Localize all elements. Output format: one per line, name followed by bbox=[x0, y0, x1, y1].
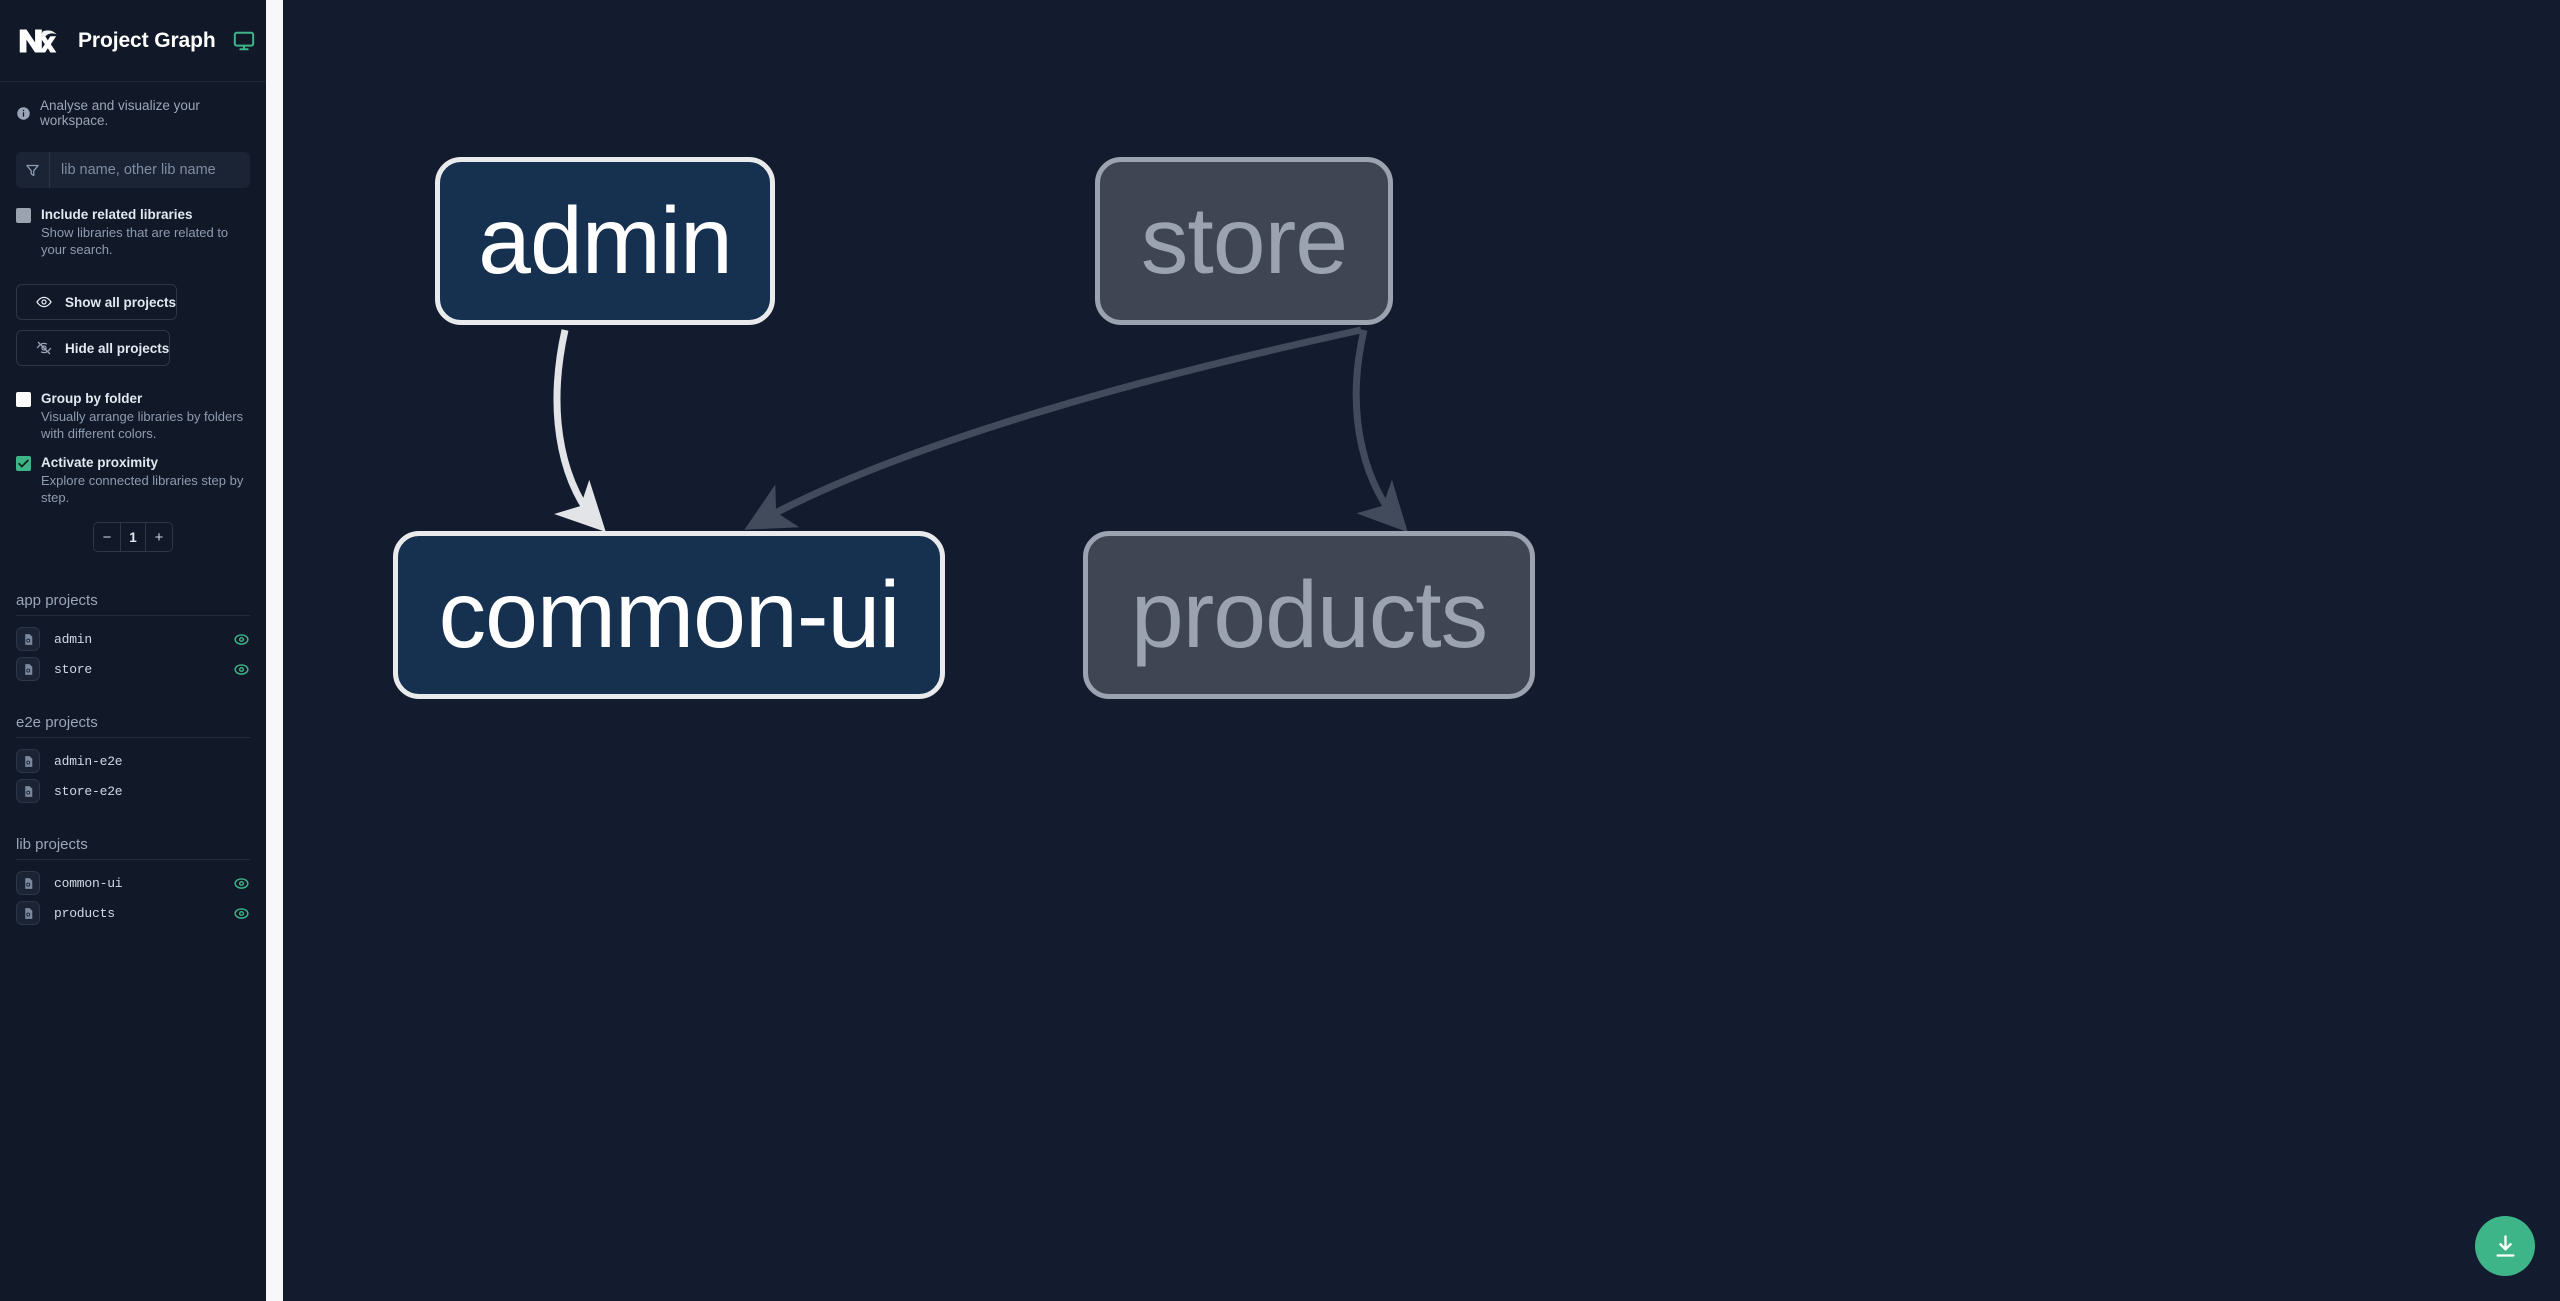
graph-node-products[interactable]: products bbox=[1083, 531, 1535, 699]
toggle-visibility-icon[interactable] bbox=[233, 875, 250, 892]
project-row-store-e2e[interactable]: store-e2e bbox=[16, 776, 250, 806]
graph-edges bbox=[553, 326, 1408, 533]
show-all-projects-button[interactable]: Show all projects bbox=[16, 284, 178, 320]
group-title-e2e-projects: e2e projects bbox=[16, 714, 250, 738]
tagline-text: Analyse and visualize your workspace. bbox=[40, 98, 200, 128]
proximity-increment-button[interactable]: + bbox=[146, 523, 172, 551]
project-name: admin-e2e bbox=[54, 753, 123, 769]
toggle-visibility-icon[interactable] bbox=[233, 905, 250, 922]
option-description: Visually arrange libraries by folders wi… bbox=[41, 409, 244, 441]
project-row-store[interactable]: store bbox=[16, 654, 250, 684]
checkbox-include-related-libraries[interactable] bbox=[16, 208, 31, 223]
graph-node-label: store bbox=[1140, 187, 1348, 294]
project-row-admin[interactable]: admin bbox=[16, 624, 250, 654]
graph-canvas[interactable]: admin store common-ui products bbox=[283, 0, 2560, 1301]
option-activate-proximity[interactable]: Activate proximity Explore connected lib… bbox=[0, 454, 266, 506]
option-group-by-folder[interactable]: Group by folder Visually arrange librari… bbox=[0, 390, 266, 442]
project-row-admin-e2e[interactable]: admin-e2e bbox=[16, 746, 250, 776]
search-input[interactable] bbox=[50, 152, 250, 188]
group-title-app-projects: app projects bbox=[16, 592, 250, 616]
group-title-lib-projects: lib projects bbox=[16, 836, 250, 860]
project-name: store-e2e bbox=[54, 783, 123, 799]
graph-node-label: common-ui bbox=[438, 561, 901, 668]
edge-store-to-common-ui[interactable] bbox=[744, 326, 1362, 530]
proximity-decrement-button[interactable]: − bbox=[94, 523, 120, 551]
monitor-icon[interactable] bbox=[233, 30, 255, 52]
graph-node-label: admin bbox=[478, 187, 733, 294]
search-field[interactable] bbox=[16, 152, 250, 188]
project-name: common-ui bbox=[54, 875, 123, 891]
show-all-projects-label: Show all projects bbox=[65, 294, 177, 310]
option-title: Group by folder bbox=[41, 391, 143, 406]
eye-off-icon bbox=[36, 340, 52, 356]
checkbox-group-by-folder[interactable] bbox=[16, 392, 31, 407]
checkbox-activate-proximity[interactable] bbox=[16, 456, 31, 471]
eye-icon bbox=[36, 294, 52, 310]
option-title: Include related libraries bbox=[41, 207, 193, 222]
edge-admin-to-common-ui[interactable] bbox=[553, 329, 606, 533]
project-row-products[interactable]: products bbox=[16, 898, 250, 928]
graph-node-admin[interactable]: admin bbox=[435, 157, 775, 325]
proximity-stepper[interactable]: − 1 + bbox=[93, 522, 173, 552]
info-icon bbox=[16, 106, 31, 121]
download-icon bbox=[2492, 1233, 2519, 1260]
edge-store-to-products[interactable] bbox=[1352, 329, 1408, 533]
sidebar: Project Graph Analyse and visualize your… bbox=[0, 0, 266, 1301]
project-name: products bbox=[54, 905, 115, 921]
graph-node-label: products bbox=[1130, 561, 1488, 668]
download-button[interactable] bbox=[2475, 1216, 2535, 1276]
toggle-visibility-icon[interactable] bbox=[233, 661, 250, 678]
sidebar-header: Project Graph bbox=[0, 0, 266, 82]
sidebar-scrollbar[interactable] bbox=[266, 0, 283, 1301]
project-file-icon[interactable] bbox=[16, 901, 40, 925]
project-file-icon[interactable] bbox=[16, 779, 40, 803]
project-file-icon[interactable] bbox=[16, 627, 40, 651]
project-file-icon[interactable] bbox=[16, 749, 40, 773]
option-description: Show libraries that are related to your … bbox=[41, 225, 229, 257]
nx-logo-icon bbox=[14, 18, 60, 64]
option-title: Activate proximity bbox=[41, 455, 159, 470]
option-include-related-libraries[interactable]: Include related libraries Show libraries… bbox=[0, 206, 266, 258]
hide-all-projects-label: Hide all projects bbox=[65, 340, 170, 356]
project-name: admin bbox=[54, 631, 93, 647]
option-description: Explore connected libraries step by step… bbox=[41, 473, 244, 505]
page-title: Project Graph bbox=[78, 28, 216, 52]
project-name: store bbox=[54, 661, 93, 677]
graph-node-common-ui[interactable]: common-ui bbox=[393, 531, 945, 699]
project-row-common-ui[interactable]: common-ui bbox=[16, 868, 250, 898]
project-file-icon[interactable] bbox=[16, 871, 40, 895]
tagline: Analyse and visualize your workspace. bbox=[0, 82, 266, 128]
project-file-icon[interactable] bbox=[16, 657, 40, 681]
funnel-icon bbox=[16, 152, 50, 188]
toggle-visibility-icon[interactable] bbox=[233, 631, 250, 648]
graph-node-store[interactable]: store bbox=[1095, 157, 1393, 325]
hide-all-projects-button[interactable]: Hide all projects bbox=[16, 330, 171, 366]
proximity-value: 1 bbox=[120, 523, 146, 551]
